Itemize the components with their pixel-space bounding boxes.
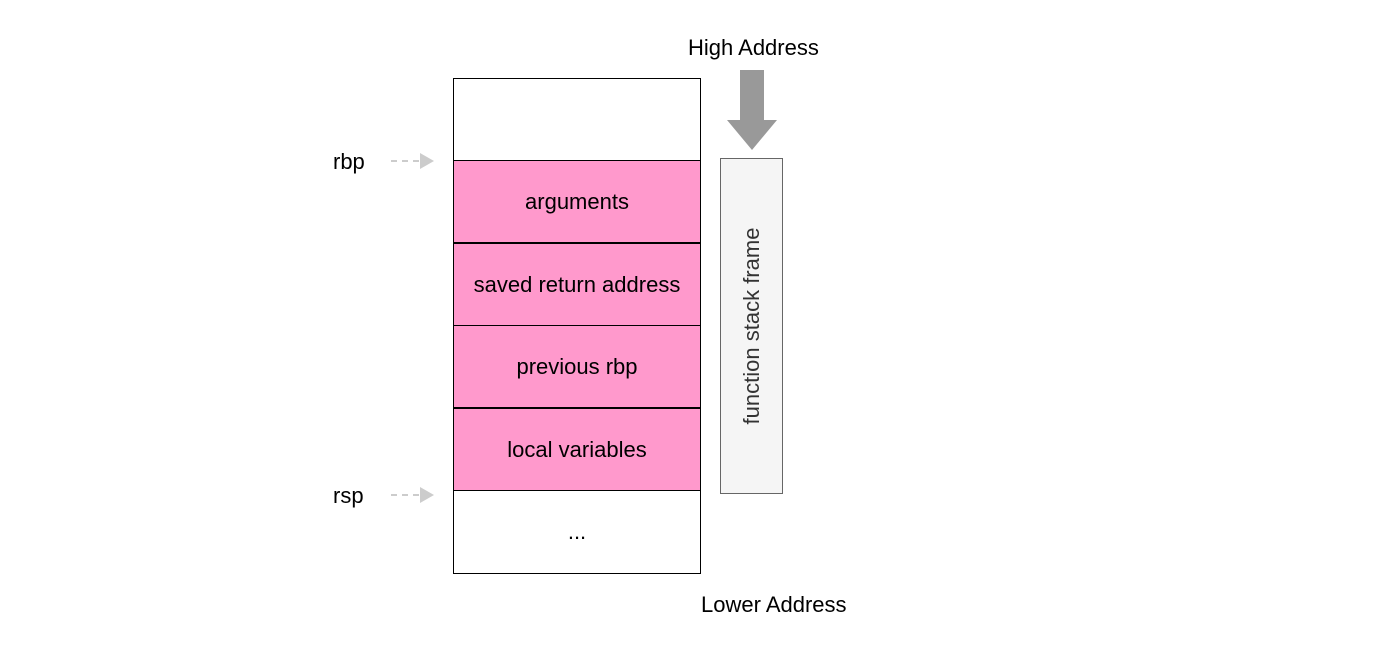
rsp-label: rsp (333, 483, 364, 508)
rbp-label: rbp (333, 149, 365, 174)
stack-cell-label: local variables (507, 436, 647, 462)
stack-cell-label: previous rbp (516, 353, 638, 379)
function-stack-frame-bracket: function stack frame (720, 158, 783, 494)
high-address-label: High Address (688, 35, 819, 60)
stack-cell-above (453, 78, 701, 161)
stack-cell-arguments: arguments (453, 160, 701, 243)
stack-cell-label: arguments (525, 188, 629, 214)
stack-cell-saved-return-address: saved return address (453, 243, 701, 326)
dashed-arrow-right-icon (391, 487, 434, 503)
arrow-down-icon (727, 70, 777, 150)
stack-cell-local-variables: local variables (453, 408, 701, 491)
stack-cell-label: ... (567, 519, 587, 544)
function-stack-frame-label: function stack frame (738, 227, 764, 425)
stack-cell-label: saved return address (473, 271, 681, 297)
stack-cell-previous-rbp: previous rbp (453, 325, 701, 408)
dashed-arrow-right-icon (391, 153, 434, 169)
lower-address-label: Lower Address (701, 592, 847, 617)
stack-cell-below: ... (453, 490, 701, 574)
stack-diagram: arguments saved return address previous … (453, 78, 701, 574)
